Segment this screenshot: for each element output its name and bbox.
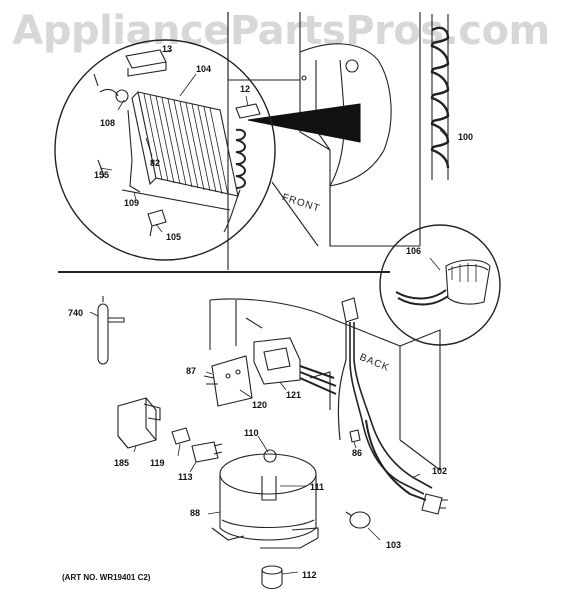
callout-121: 121 [286,390,302,400]
power-cord-102 [365,419,448,515]
leader-lines [89,49,447,575]
callout-105: 105 [166,232,182,242]
callout-87: 87 [186,366,197,376]
callout-119: 119 [150,458,165,468]
callout-108: 108 [100,118,116,128]
art-number: (ART NO. WR19401 C2) [62,573,151,582]
relay-185 [117,397,161,449]
overload-113 [191,441,223,463]
callout-100: 100 [458,132,474,142]
relay-121 [253,337,337,395]
callout-103: 103 [386,540,402,550]
callout-185: 185 [114,458,130,468]
callout-86: 86 [352,448,363,458]
callout-111: 111 [310,482,325,492]
detail-pointer-wedge [247,103,361,143]
callout-120: 120 [252,400,268,410]
drier-740 [97,296,125,365]
callout-109: 109 [124,198,140,208]
callout-12: 12 [240,84,251,94]
condenser-coil [430,14,450,180]
detail-circle-bracket [379,224,501,346]
callout-106: 106 [406,246,422,256]
cabinet-lower [209,298,441,471]
callout-104: 104 [196,64,212,74]
callout-155: 155 [94,170,110,180]
detail-circle-evaporator [54,39,276,261]
callout-102: 102 [432,466,448,476]
callout-113: 113 [178,472,193,482]
start-bracket-120 [203,355,253,407]
callout-13: 13 [162,44,173,54]
capacitor-119 [171,427,191,445]
clamp-103 [345,511,371,529]
grommet-112 [261,565,283,590]
callout-112: 112 [302,570,317,580]
callout-110: 110 [244,428,259,438]
compressor-88 [211,449,319,549]
callout-740: 740 [68,308,84,318]
callout-82: 82 [150,158,161,168]
cabinet-upper [227,12,421,270]
clip-86 [349,429,361,443]
callout-88: 88 [190,508,201,518]
